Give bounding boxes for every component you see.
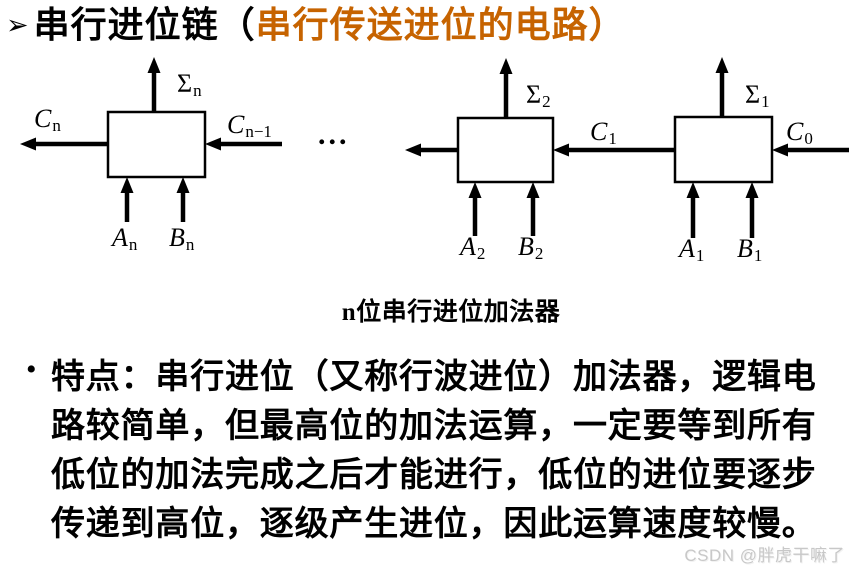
- label-carry-in-c0: C0: [786, 117, 813, 148]
- ellipsis-dots: ...: [318, 118, 350, 151]
- serial-carry-adder-diagram: [20, 57, 849, 238]
- adder-box-n: [106, 110, 207, 179]
- label-carry-c1: C1: [590, 117, 617, 148]
- page-title: ➢串行进位链（串行传送进位的电路）: [6, 3, 626, 47]
- label-carry-in-n: Cn−1: [227, 110, 272, 141]
- feature-line-2: 路较简单，但最高位的加法运算，一定要等到所有: [51, 408, 817, 445]
- label-input-b-1: B1: [737, 234, 763, 265]
- label-input-a-n: An: [112, 223, 138, 254]
- label-carry-out-n: Cn: [34, 104, 61, 135]
- feature-line-3: 低位的加法完成之后才能进行，低位的进位要逐步: [51, 457, 817, 494]
- adder-box-2: [456, 116, 555, 184]
- csdn-watermark: CSDN @胖虎干嘛了: [684, 546, 845, 565]
- label-sum-2: Σ2: [526, 80, 551, 111]
- feature-line-1: 特点：串行进位（又称行波进位）加法器，逻辑电: [51, 359, 817, 396]
- label-sum-1: Σ1: [745, 80, 770, 111]
- feature-line-4: 传递到高位，逐级产生进位，因此运算速度较慢。: [51, 506, 817, 543]
- label-sum-n: Σn: [177, 69, 202, 100]
- title-text-orange: 串行传送进位的电路）: [255, 5, 626, 45]
- arrowhead-bullet-icon: ➢: [6, 10, 29, 40]
- diagram-caption: n位串行进位加法器: [341, 299, 561, 326]
- feature-paragraph: 特点：串行进位（又称行波进位）加法器，逻辑电 路较简单，但最高位的加法运算，一定…: [51, 353, 846, 549]
- bullet-dot-icon: •: [26, 353, 37, 386]
- title-text-black: 串行进位链（: [33, 5, 256, 45]
- label-input-a-1: A1: [679, 234, 705, 265]
- label-input-b-2: B2: [518, 232, 544, 263]
- adder-box-1: [673, 115, 774, 184]
- label-input-a-2: A2: [460, 232, 486, 263]
- label-input-b-n: Bn: [169, 223, 195, 254]
